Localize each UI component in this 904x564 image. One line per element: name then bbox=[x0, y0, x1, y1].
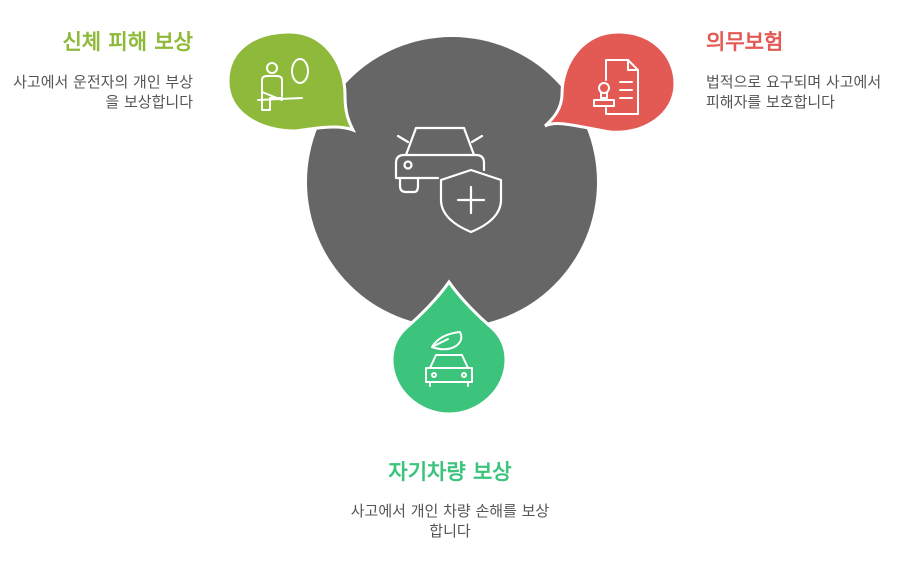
mandatory-drop bbox=[544, 30, 677, 134]
mandatory-description: 법적으로 요구되며 사고에서 피해자를 보호합니다 bbox=[706, 73, 882, 111]
physical-drop bbox=[226, 30, 357, 133]
seatbelt-driver-icon bbox=[257, 58, 309, 111]
stamped-document-icon bbox=[593, 59, 639, 115]
car-leaf-icon bbox=[425, 331, 473, 387]
center-circle bbox=[307, 37, 597, 327]
car-shield-icon bbox=[394, 126, 503, 234]
mandatory-title: 의무보험 bbox=[706, 30, 784, 54]
own-vehicle-title: 자기차량 보상 bbox=[388, 460, 512, 484]
own-vehicle-description: 사고에서 개인 차량 손해를 보상합니다 bbox=[350, 502, 550, 540]
physical-title: 신체 피해 보상 bbox=[62, 30, 193, 54]
physical-description: 사고에서 운전자의 개인 부상을 보상합니다 bbox=[13, 73, 193, 111]
